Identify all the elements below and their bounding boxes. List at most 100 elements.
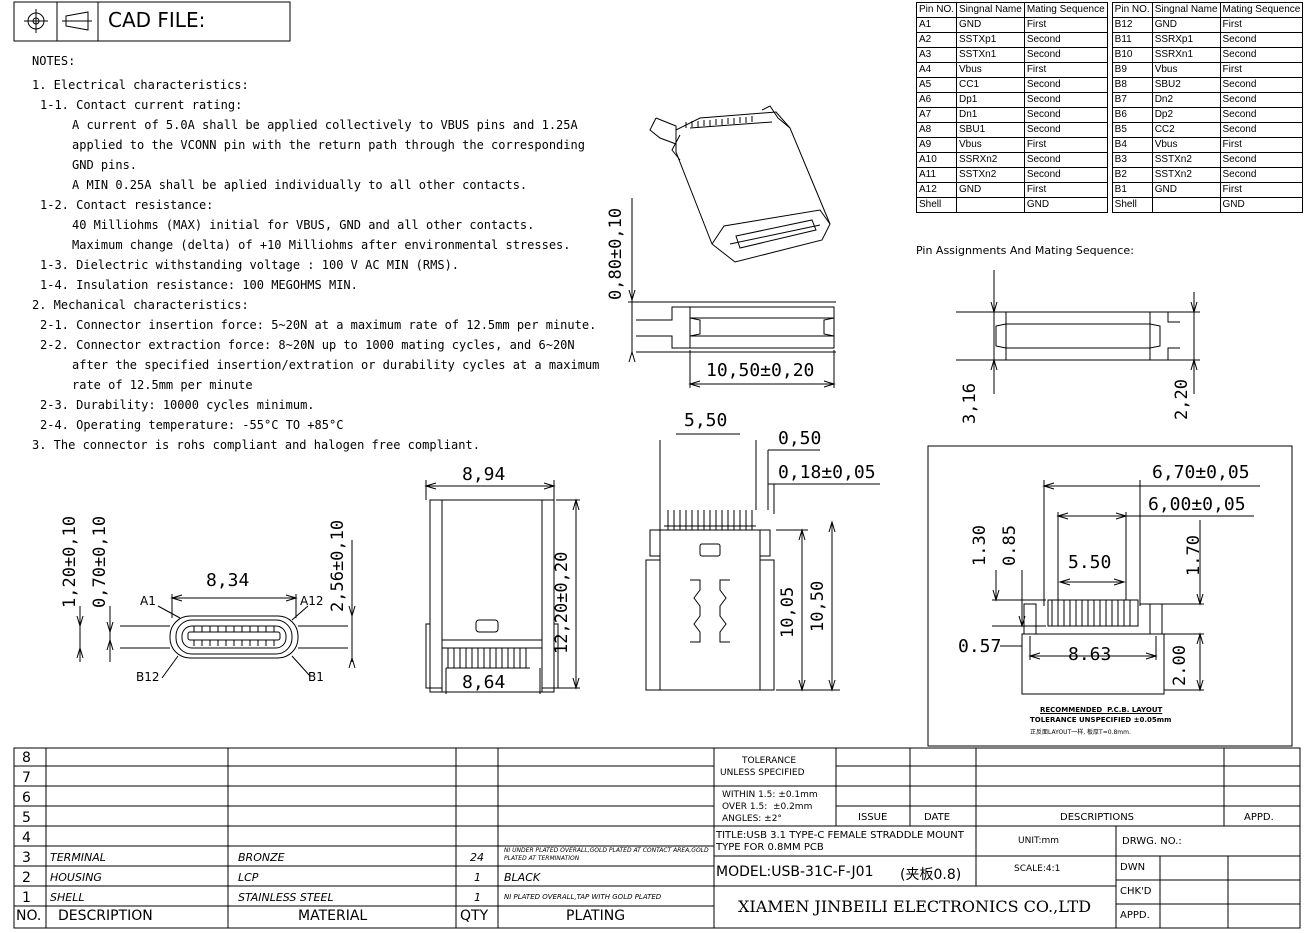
pin-label-a12: A12 — [300, 594, 324, 608]
note-line: 2-2. Connector extraction force: 8~20N u… — [40, 338, 575, 352]
note-line: A current of 5.0A shall be applied colle… — [72, 118, 578, 132]
dim-iso-height: 0,80±0,10 — [606, 207, 626, 300]
model-number: MODEL:USB-31C-F-J01 — [716, 864, 874, 880]
pin-table-cell: Second — [1219, 167, 1304, 183]
pin-table-cell: Vbus — [1151, 137, 1221, 153]
pin-table-header-cell: Singnal Name — [1151, 2, 1221, 18]
dim-pcb-1-30: 1.30 — [970, 525, 990, 566]
dim-pcb-2-00: 2.00 — [1170, 645, 1190, 686]
pin-table-cell: Second — [1023, 77, 1108, 93]
pin-table-cell: Vbus — [1151, 62, 1221, 78]
pin-table-cell: First — [1219, 137, 1304, 153]
pin-table-cell: GND — [956, 17, 1025, 33]
dim-side-0-18: 0,18±0,05 — [778, 462, 876, 483]
dim-end-height-2: 2,20 — [1172, 379, 1192, 420]
pin-table-cell: A10 — [915, 152, 958, 168]
bom-qty: 24 — [470, 851, 484, 864]
pin-table-cell: GND — [1151, 17, 1221, 33]
pin-table-cell: SSRXp1 — [1151, 32, 1221, 48]
pin-label-b12: B12 — [136, 670, 160, 684]
pin-table-cell: Second — [1023, 152, 1108, 168]
drawing-number-label: DRWG. NO.: — [1122, 836, 1182, 847]
pin-table-cell: A12 — [915, 182, 958, 198]
bom-header-material: MATERIAL — [298, 908, 368, 924]
bottom-view — [645, 433, 880, 692]
pcb-layout — [992, 480, 1260, 695]
pin-table-cell: GND — [1151, 182, 1221, 198]
bom-plating: NI UNDER PLATED OVERALL,GOLD PLATED AT C… — [504, 847, 709, 862]
row-number: 8 — [22, 750, 31, 766]
pin-table-cell: First — [1219, 182, 1304, 198]
row-number: 5 — [22, 810, 31, 826]
note-line: GND pins. — [72, 158, 138, 172]
pin-table-cell: A5 — [915, 77, 958, 93]
pin-table-cell: GND — [956, 182, 1025, 198]
note-line: after the specified insertion/extration … — [72, 358, 600, 372]
dim-pcb-0-85: 0.85 — [1000, 525, 1020, 566]
pin-table-header-cell: Mating Sequence — [1219, 2, 1304, 18]
notes-heading: NOTES: — [32, 54, 76, 68]
bom-desc: HOUSING — [50, 871, 102, 884]
dim-side-5-50: 5,50 — [684, 410, 728, 431]
pin-table-cell: Second — [1219, 122, 1304, 138]
pin-table-header-cell: Pin NO. — [915, 2, 958, 18]
pin-table-cell: B12 — [1111, 17, 1153, 33]
note-line: applied to the VCONN pin with the return… — [72, 138, 585, 152]
iso-pins — [685, 116, 753, 128]
pin-table-cell: Second — [1023, 32, 1108, 48]
pcb-layout-box — [927, 445, 1293, 747]
pin-table-cell: Dn2 — [1151, 92, 1221, 108]
pin-table-cell: B2 — [1111, 167, 1153, 183]
scale: SCALE:4:1 — [1014, 864, 1061, 874]
pin-table-cell: Second — [1219, 32, 1304, 48]
pin-table-cell: SSTXn2 — [1151, 167, 1221, 183]
pin-table-cell: B4 — [1111, 137, 1153, 153]
pin-table-cell: SBU1 — [956, 122, 1025, 138]
note-line: 1-1. Contact current rating: — [40, 98, 243, 112]
pin-table-cell: GND — [1219, 197, 1304, 213]
pin-table-cell: First — [1023, 17, 1108, 33]
pcb-caption-2: TOLERANCE UNSPECIFIED ±0.05mm — [1030, 716, 1172, 724]
pin-table-cell: First — [1219, 62, 1304, 78]
pin-table-cell: Second — [1023, 107, 1108, 123]
note-line: 2. Mechanical characteristics: — [32, 298, 249, 312]
pin-table-cell: B11 — [1111, 32, 1153, 48]
end-view — [956, 270, 1200, 394]
pin-table-cell: SBU2 — [1151, 77, 1221, 93]
pin-table-cell: A2 — [915, 32, 958, 48]
dim-pcb-1-70: 1.70 — [1184, 535, 1204, 576]
pin-table-cell: Dp2 — [1151, 107, 1221, 123]
bom-desc: SHELL — [50, 891, 85, 904]
rev-header-appd: APPD. — [1244, 812, 1274, 823]
pin-table-cell: A1 — [915, 17, 958, 33]
bom-header-plating: PLATING — [566, 908, 626, 924]
bom-material: STAINLESS STEEL — [238, 891, 334, 904]
pin-table-cell: Shell — [1111, 197, 1153, 213]
dim-pcb-6-70: 6,70±0,05 — [1152, 462, 1250, 483]
pin-table-cell: CC2 — [1151, 122, 1221, 138]
bom-desc: TERMINAL — [50, 851, 106, 864]
dim-pcb-8-63: 8.63 — [1068, 644, 1112, 665]
dim-side-0-50: 0,50 — [778, 428, 822, 449]
dim-top-width-2: 8,64 — [462, 672, 506, 693]
bom-header-desc: DESCRIPTION — [58, 908, 153, 924]
bom-header-qty: QTY — [460, 908, 489, 924]
dim-front-h3: 2,56±0,10 — [328, 519, 348, 612]
row-number: 1 — [22, 890, 31, 906]
pin-table-cell: A11 — [915, 167, 958, 183]
bom-plating: NI PLATED OVERALL,TAP WITH GOLD PLATED — [504, 893, 662, 901]
pin-table-cell: A7 — [915, 107, 958, 123]
tolerance-subtitle: UNLESS SPECIFIED — [720, 768, 805, 778]
bom-plating: BLACK — [504, 871, 541, 884]
pin-table-cell: First — [1023, 62, 1108, 78]
